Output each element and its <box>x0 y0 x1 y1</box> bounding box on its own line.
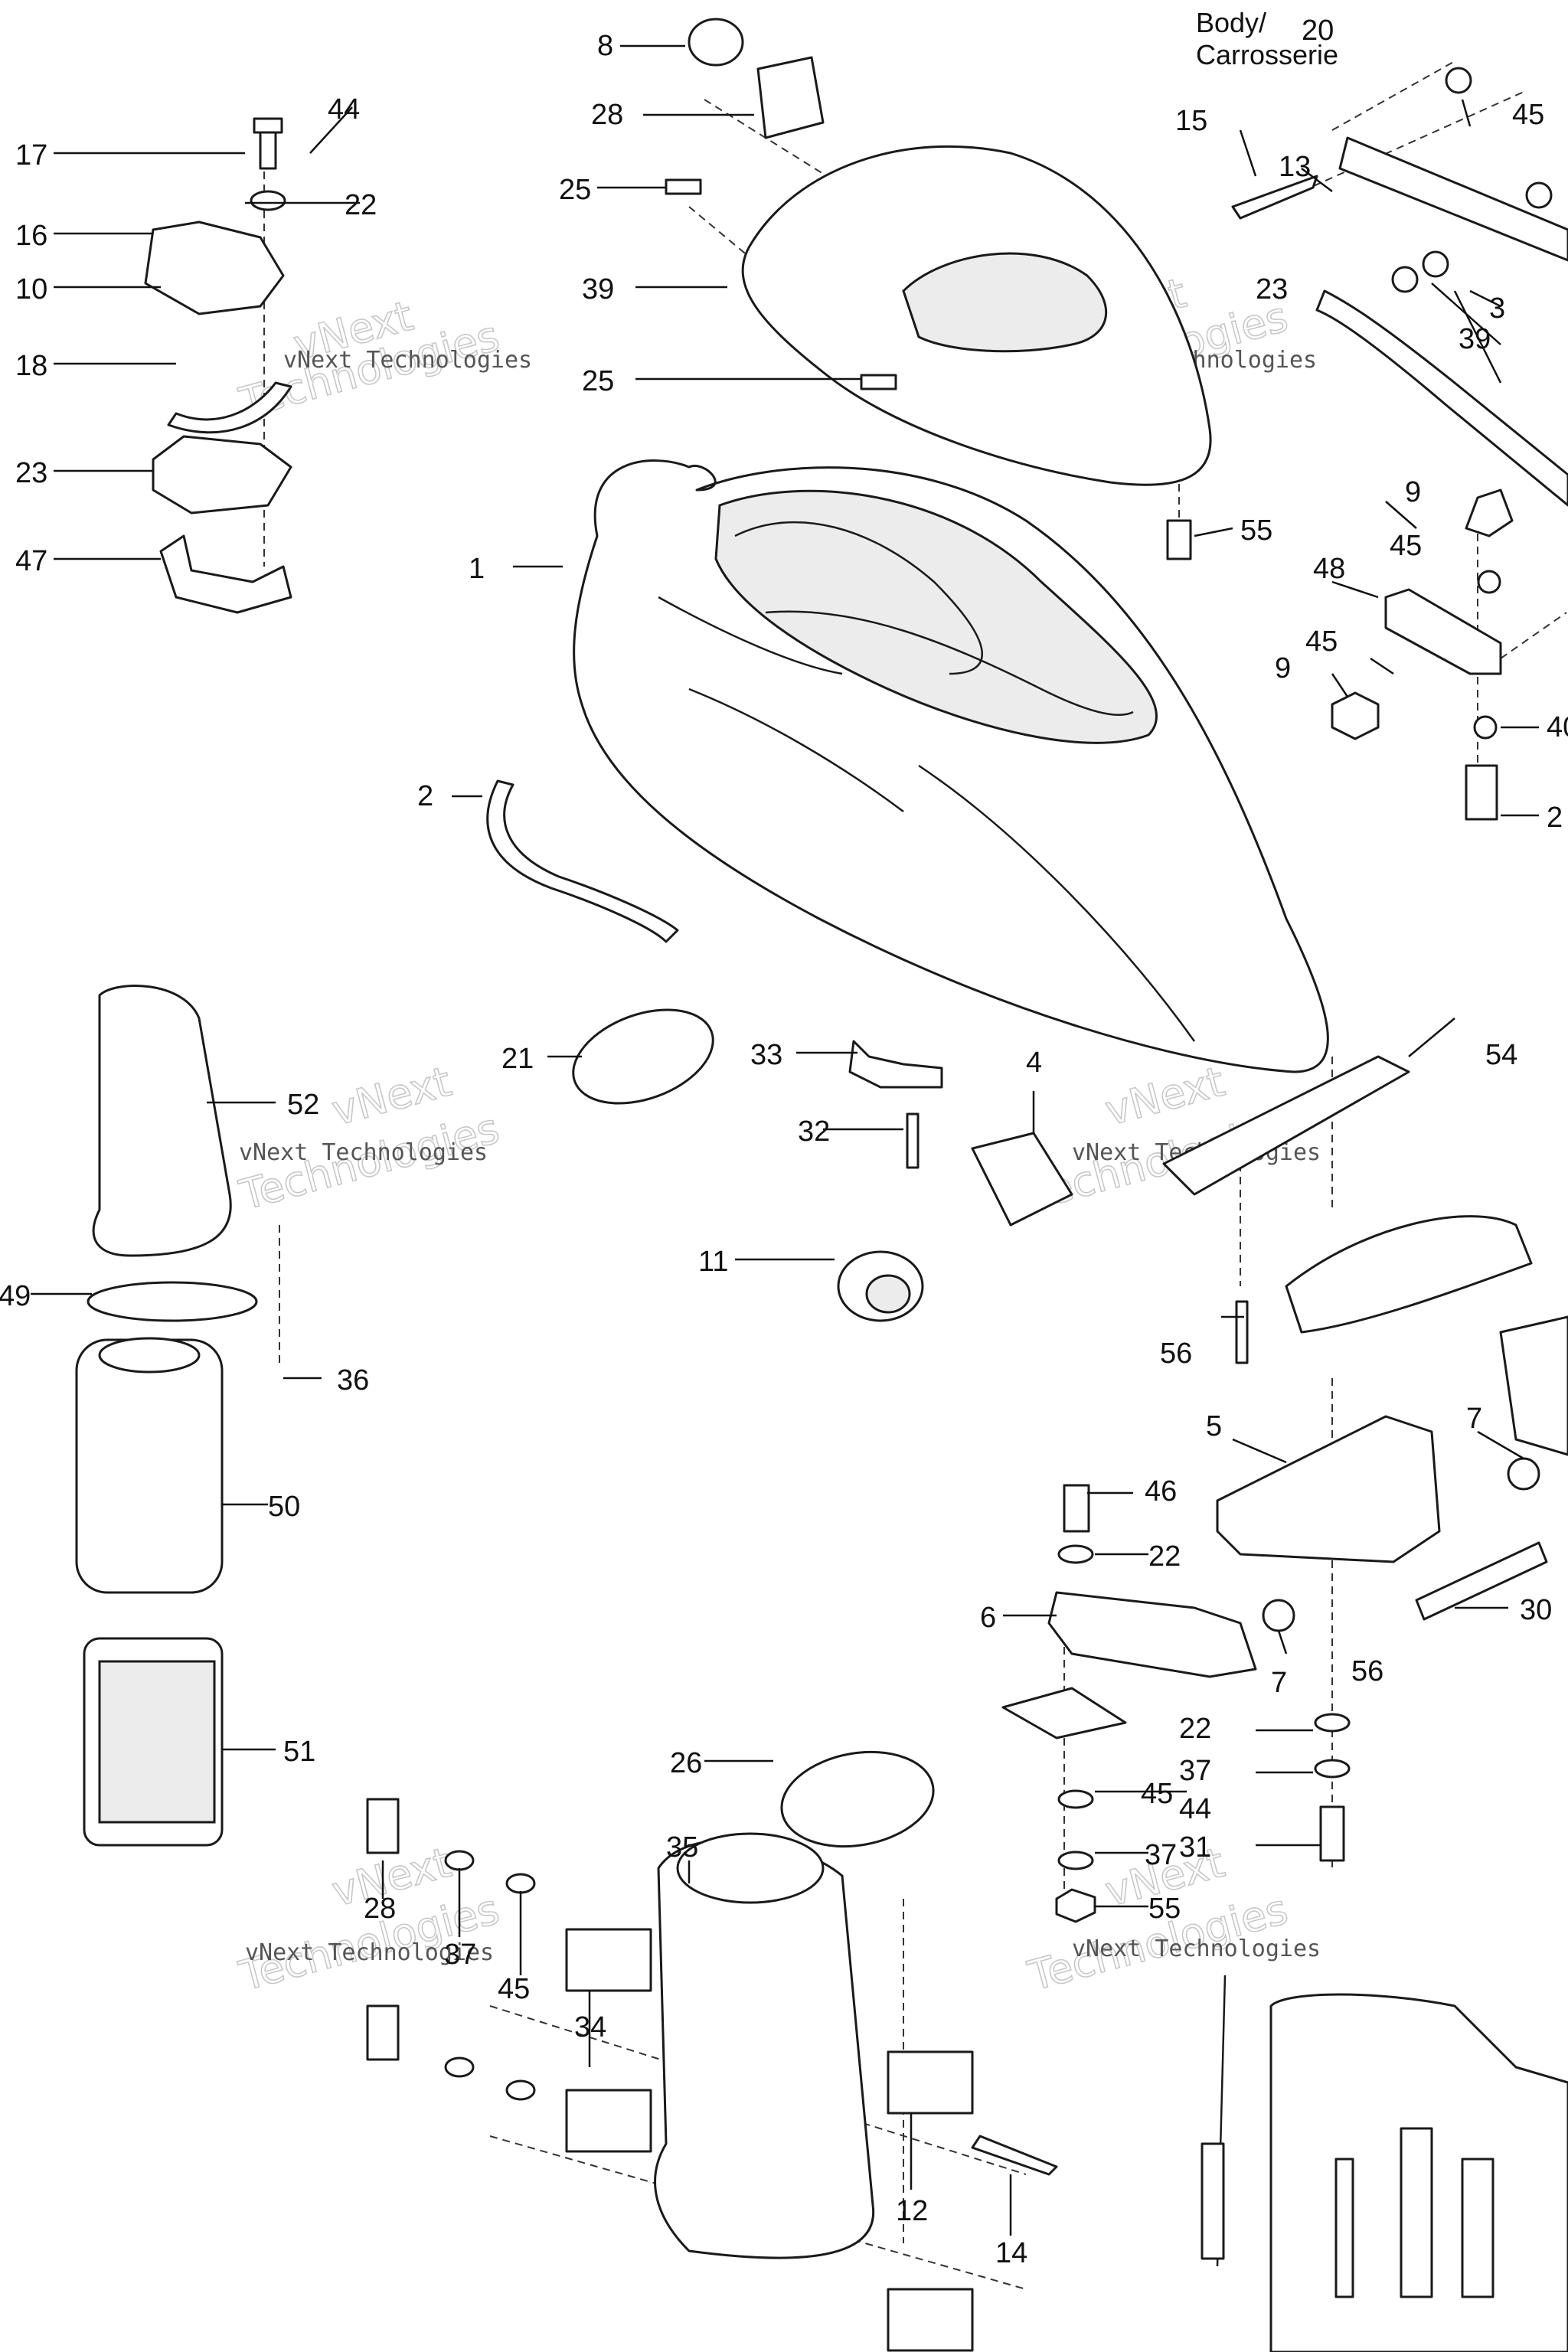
callout-label: 44 <box>1179 1793 1211 1825</box>
callout-label: 15 <box>1175 105 1207 137</box>
section-heading: Carrosserie <box>1196 39 1338 70</box>
callout-label: 47 <box>15 545 47 577</box>
callout-label: 44 <box>328 93 360 126</box>
callout-label: 50 <box>268 1491 300 1523</box>
callout-label: 14 <box>995 2237 1027 2269</box>
callout-label: 10 <box>15 273 47 305</box>
main-hull-part <box>573 459 1329 1073</box>
callout-label: 23 <box>15 457 47 489</box>
callout-label: 2 <box>417 780 433 812</box>
callout-label: 39 <box>582 273 614 305</box>
callout-label: 45 <box>498 1973 530 2005</box>
callout-label: 8 <box>597 30 613 62</box>
callout-label: 40-41 <box>1547 711 1568 743</box>
callout-label: 49 <box>0 1280 31 1312</box>
callout-label: 25 <box>559 174 591 206</box>
callout-label: 39 <box>1459 323 1491 355</box>
callout-label: 46 <box>1145 1475 1177 1508</box>
callout-label: 55 <box>1148 1893 1181 1925</box>
vent-parts <box>665 18 1192 560</box>
watermark-small: vNext Technologies <box>1072 1936 1321 1962</box>
callout-label: 12 <box>896 2195 928 2227</box>
callout-labels: 20 8 28 25 39 25 55 1 2 21 33 32 4 11 17… <box>0 15 1568 2269</box>
callout-label: 45 <box>1305 626 1338 658</box>
callout-label: 37 <box>1179 1755 1211 1787</box>
callout-label: 18 <box>15 350 47 382</box>
callout-label: 45 <box>1141 1778 1173 1810</box>
callout-label: 5 <box>1206 1410 1222 1442</box>
section-heading: Body/ <box>1196 7 1266 38</box>
callout-label: 25 <box>582 365 614 397</box>
callout-label: 30 <box>1520 1594 1552 1626</box>
callout-label: 26 <box>670 1747 702 1779</box>
callout-label: 13 <box>1279 151 1311 183</box>
callout-label: 55 <box>1240 514 1272 547</box>
leader-lines <box>31 44 1539 2236</box>
callout-label: 22 <box>345 189 377 221</box>
callout-label: 22 <box>1148 1540 1181 1573</box>
callout-label: 37 <box>444 1939 476 1971</box>
callout-label: 11 <box>698 1246 728 1278</box>
storage-container-parts <box>75 985 258 1847</box>
callout-label: 36 <box>337 1364 369 1396</box>
callout-label: 45 <box>1512 99 1544 131</box>
molding-strip-part <box>486 779 679 943</box>
callout-label: 21 <box>501 1043 534 1075</box>
callout-label: 51 <box>283 1736 315 1768</box>
callout-label: 28 <box>591 99 623 131</box>
upper-cover-part <box>741 145 1212 486</box>
callout-label: 1 <box>469 553 485 585</box>
watermark-small: vNext Technologies <box>239 1139 488 1166</box>
callout-label: 17 <box>15 139 47 172</box>
housing-parts <box>366 1750 1058 2352</box>
latch-assembly-parts <box>144 117 292 614</box>
callout-label: 56 <box>1160 1338 1192 1370</box>
callout-label: 48 <box>1313 553 1345 585</box>
callout-label: 2 <box>1547 802 1563 834</box>
callout-label: 22 <box>1179 1713 1211 1745</box>
fastener-stack <box>1001 1484 1351 1923</box>
callout-label: 16 <box>15 220 47 252</box>
callout-label: 37 <box>1145 1839 1177 1871</box>
callout-label: 52 <box>287 1089 319 1121</box>
right-top-parts <box>1231 67 1568 821</box>
callout-label: 6 <box>980 1602 996 1634</box>
callout-label: 31 <box>1179 1831 1211 1864</box>
callout-label: 4 <box>1026 1047 1042 1079</box>
callout-label: 9 <box>1405 476 1421 508</box>
callout-label: 35 <box>666 1831 698 1864</box>
callout-label: 23 <box>1256 273 1288 305</box>
callout-label: 54 <box>1485 1039 1517 1071</box>
watermark-small: vNext Technologies <box>245 1939 494 1966</box>
callout-label: 9 <box>1275 652 1291 684</box>
callout-label: 28 <box>364 1893 396 1925</box>
callout-label: 34 <box>574 2011 606 2043</box>
callout-label: 56 <box>1351 1655 1383 1687</box>
callout-label: 3 <box>1489 292 1505 325</box>
callout-label: 45 <box>1390 530 1422 562</box>
watermark-small: vNext Technologies <box>283 347 532 374</box>
callout-label: 7 <box>1271 1667 1287 1699</box>
tool-kit-part <box>1200 1975 1568 2352</box>
callout-label: 20 <box>1302 15 1334 47</box>
bracket-parts <box>1047 1055 1568 1678</box>
callout-label: 32 <box>798 1116 830 1148</box>
mid-parts <box>572 1008 1073 1322</box>
callout-label: 7 <box>1466 1403 1482 1435</box>
callout-label: 33 <box>750 1039 782 1071</box>
